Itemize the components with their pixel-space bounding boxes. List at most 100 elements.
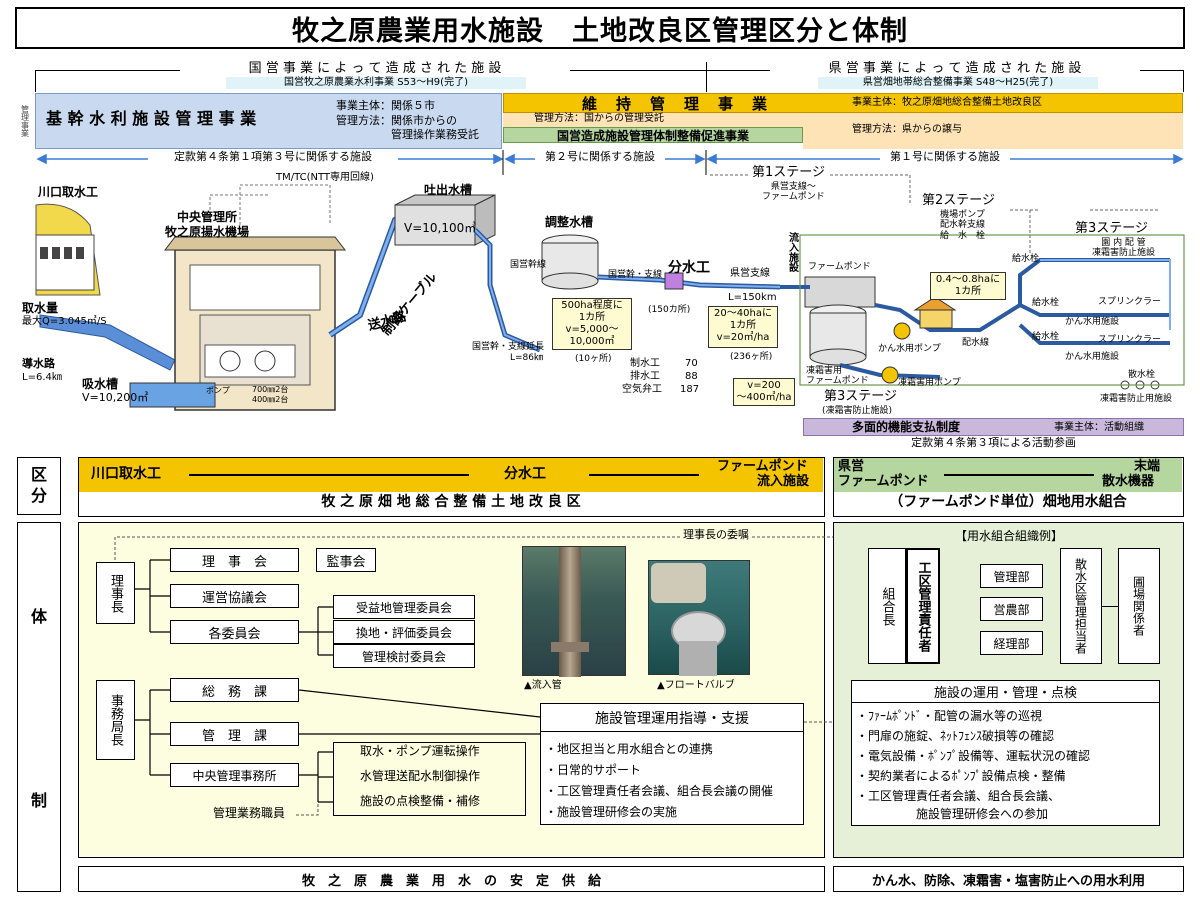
kouku-box: 工区管理責任者 [906, 548, 940, 664]
photo-1-caption: ▲流入管 [524, 680, 562, 691]
kubun-b4: 散水機器 [1102, 474, 1155, 489]
kubun-org1: 牧 之 原 畑 地 総 合 整 備 土 地 改 良 区 [321, 494, 581, 510]
dept-keiri: 経理部 [980, 631, 1043, 655]
kubun-a2: 分水工 [504, 466, 546, 482]
stage1-label: 第1ステージ [752, 165, 826, 180]
support-item: ・工区管理責任者会議、組合長会議の開催 [545, 784, 774, 798]
kyusui-1: 給水栓 [1012, 254, 1040, 264]
note-kyusui: 0.4～0.8haに 1カ所 [930, 272, 1006, 300]
intake-q-label: 取水量 [22, 301, 59, 315]
bottom-left: 牧 之 原 農 業 用 水 の 安 定 供 給 [78, 866, 825, 892]
kikan-title: 基 幹 水 利 施 設 管 理 事 業 [46, 109, 257, 128]
kubun-left-box: 川口取水工 分水工 ファームポンド 流入施設 牧 之 原 畑 地 総 合 整 備… [78, 457, 825, 517]
taisei-label: 体 制 [17, 522, 61, 892]
tmtc-label: TM/TC(NTT専用回線) [276, 172, 374, 183]
stage2-sub: 機場ポンプ 配水幹支線 給 水 栓 [940, 210, 986, 241]
iji-entity: 事業主体：牧之原畑地総合整備土地改良区 [852, 97, 1042, 108]
ryunyu-label: 流入施設 [785, 228, 799, 276]
kubun-label: 区 分 [17, 457, 61, 515]
kokuei-shisen-label: 国営幹・支線 [608, 270, 663, 280]
count-236: (236ヶ所) [730, 352, 773, 362]
bottom-right: かん水、防除、凍霜害・塩害防止への用水利用 [833, 866, 1184, 892]
kyusui-3: 給水栓 [1032, 332, 1060, 342]
stage3b-label: 第3ステージ [824, 389, 898, 404]
tamenteki-entity: 事業主体：活動組織 [1054, 422, 1144, 433]
center-label-2: 牧之原揚水機場 [165, 225, 250, 239]
tamenteki-frame [799, 234, 1185, 386]
ops-item: ・ﾌｧｰﾑﾎﾟﾝﾄﾞ・配管の漏水等の巡視 [856, 709, 1043, 723]
kubun-a-line2 [589, 474, 699, 476]
iinkai-box: 各委員会 [170, 620, 299, 644]
kyusui-2: 給水栓 [1032, 298, 1060, 308]
page-title: 牧之原農業用水施設 土地改良区管理区分と体制 [15, 7, 1185, 49]
rijikai-box: 理 事 会 [170, 548, 299, 572]
l150-label: L=150km [728, 292, 777, 303]
unei-box: 運営協議会 [170, 584, 299, 608]
s2-label: 排水工 [630, 371, 660, 382]
note-chosei: 500ha程度に 1カ所 v=5,000～ 10,000㎥ [552, 298, 632, 350]
kikan-method2: 管理操作業務受託 [391, 128, 479, 141]
intake-road-label: 導水路 [22, 357, 55, 370]
iji-title-bar: 維 持 管 理 事 業 [503, 93, 1183, 113]
range-3: 第１号に関係する施設 [880, 150, 1010, 164]
dept-kanri: 管理部 [980, 564, 1043, 588]
iji-sub-box: 国営造成施設管理体制整備促進事業 [503, 127, 803, 143]
pref-method-box [803, 113, 1183, 149]
stage3-label: 第3ステージ [1075, 221, 1149, 236]
sansui-label: 散水栓 [1128, 370, 1156, 380]
pref-method: 管理方法：県からの譲与 [852, 124, 962, 135]
support-item: ・地区担当と用水組合との連携 [545, 742, 713, 756]
s3-value: 187 [680, 384, 700, 395]
kansui-pump-icon [893, 322, 911, 340]
intake-road-length: L=6.4㎞ [22, 372, 62, 383]
enchou-length: L=86㎞ [510, 353, 544, 363]
sansuiku-box: 散水区管理担当者 [1060, 548, 1102, 664]
s2-value: 88 [685, 371, 698, 382]
iji-sub: 国営造成施設管理体制整備促進事業 [556, 128, 749, 143]
tousou-fp-label: 凍霜害用 ファームポンド [806, 366, 869, 387]
pump-spec-2: 400㎜2台 [252, 395, 289, 404]
pump-spec-1: 700㎜2台 [252, 385, 289, 394]
intake-q-value: 最大Q=3.045㎥/S [22, 316, 107, 327]
kubun-org2: （ファームポンド単位）畑地用水組合 [889, 494, 1127, 510]
count-10: (10ヶ所) [575, 354, 612, 364]
itaku-label: 理事長の委嘱 [680, 528, 752, 542]
distribution-line [780, 258, 1170, 332]
ops-title: 施設の運用・管理・点検 [852, 681, 1159, 703]
ops-item: 施設管理研修会への参加 [856, 807, 1049, 821]
kikan-method1: 管理方法：関係市からの [336, 114, 457, 127]
chuo-box: 中央管理事務所 [170, 763, 299, 787]
stage3-sub: 園 内 配 管 凍霜害防止施設 [1092, 238, 1156, 259]
kumiaicho-box: 組合長 [868, 548, 906, 664]
ops-item: ・門扉の施錠、ﾈｯﾄﾌｪﾝｽ破損等の確認 [856, 729, 1055, 743]
bunsui-label: 分水工 [668, 260, 710, 276]
facility-diagram [35, 174, 1185, 411]
center-label-1: 中央管理所 [177, 210, 238, 224]
kokuei-kansen-label: 国営幹線 [510, 260, 547, 270]
committee-1: 受益地管理委員会 [333, 595, 475, 619]
note-v200: v=200 ～400㎥/ha [733, 378, 795, 406]
s3-label: 空気弁工 [622, 384, 662, 395]
iji-title: 維 持 管 理 事 業 [582, 94, 770, 113]
support-title: 施設管理運用指導・支援 [541, 704, 803, 732]
stage1-sub: 県営支線～ ファームポンド [762, 182, 825, 203]
support-item: ・施設管理研修会の実施 [545, 805, 678, 819]
note-fp: 20～40haに 1カ所 v=20㎥/ha [708, 306, 778, 348]
national-label: 国 営 事 業 に よ っ て 造 成 さ れ た 施 設 [180, 61, 570, 77]
tamenteki-bar: 多面的機能支払制度 事業主体：活動組織 [803, 418, 1184, 436]
pref-bracket-right [1183, 70, 1184, 92]
iji-method-box [503, 113, 803, 127]
staff-label: 管理業務職員 [213, 806, 286, 820]
national-sub: 国営牧之原農業水利事業 S53～H9(完了) [226, 77, 526, 89]
work-2: 水管理送配水制御操作 [360, 769, 481, 783]
farmpond-label: ファームポンド [808, 262, 871, 272]
range-1: 定款第４条第１項第３号に関係する施設 [148, 150, 398, 164]
jimukyoku-box: 事務局長 [96, 680, 135, 760]
intake-gate [35, 234, 95, 291]
count-150: (150カ所) [648, 305, 691, 315]
outlet-volume: V=10,100㎥ [404, 221, 477, 235]
work-bracket [333, 742, 526, 816]
haisui-label: 配水線 [962, 338, 990, 348]
pump-label: ポンプ [206, 386, 230, 395]
diversion-works [664, 272, 684, 290]
